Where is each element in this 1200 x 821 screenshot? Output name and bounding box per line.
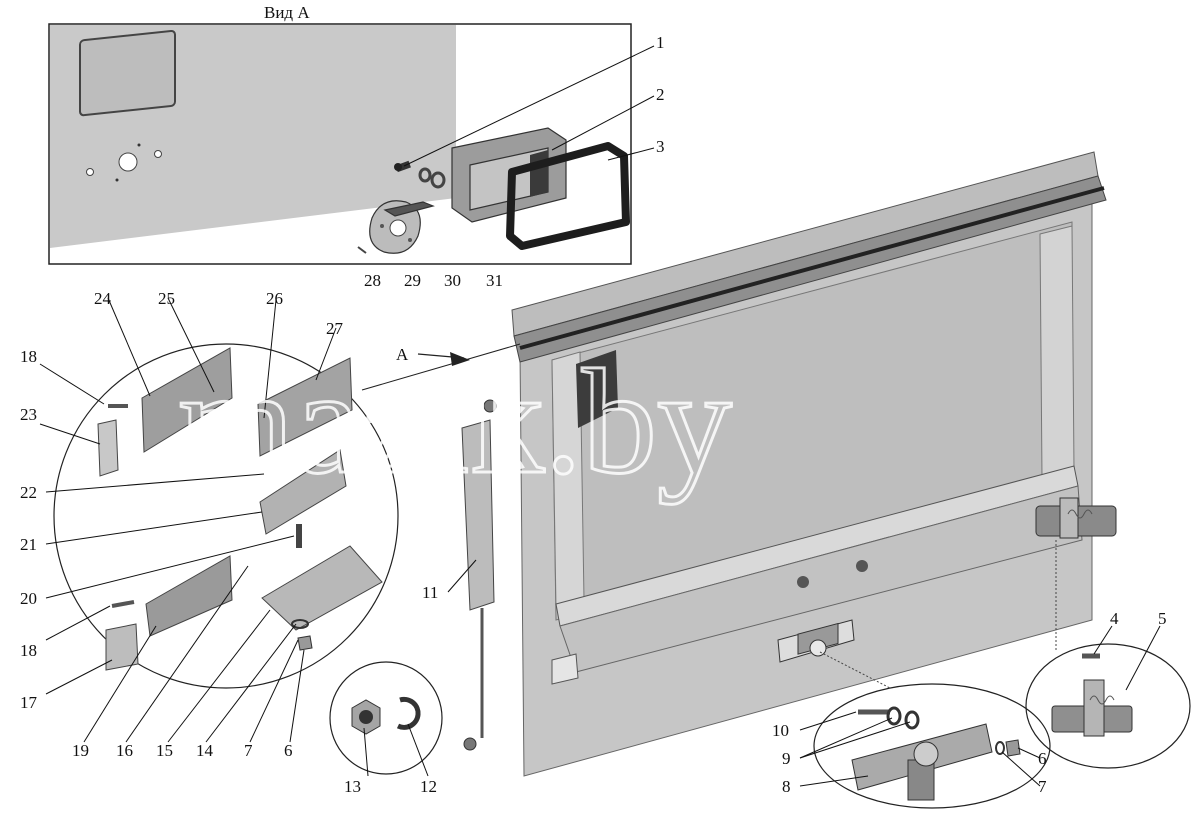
bolt-head [856, 560, 868, 572]
callout-1: 1 [656, 33, 665, 52]
callout-24: 24 [94, 289, 112, 308]
end-cap-23 [97, 419, 119, 477]
bolt-head [797, 576, 809, 588]
callout-20: 20 [20, 589, 37, 608]
callout-5: 5 [1158, 609, 1167, 628]
bracket-15 [261, 545, 383, 631]
callout-19: 19 [72, 741, 89, 760]
view-arrow-a [417, 352, 470, 366]
callout-15: 15 [156, 741, 173, 760]
callout-11: 11 [422, 583, 438, 602]
callout-10: 10 [772, 721, 789, 740]
inset-handle-recess [79, 29, 176, 117]
callout-4: 4 [1110, 609, 1119, 628]
lock-plate [369, 200, 435, 254]
arrow-a-label: А [396, 345, 409, 364]
inset-lock-hole [118, 152, 138, 172]
screw-1 [394, 160, 411, 173]
view-a-inset [48, 23, 632, 265]
gas-spring [461, 399, 497, 751]
bracket-17 [105, 623, 139, 671]
right-rib [1039, 225, 1075, 479]
callout-14: 14 [196, 741, 214, 760]
callout-25: 25 [158, 289, 175, 308]
detail-circle-left [53, 343, 399, 689]
gas-spring-bracket [576, 350, 618, 428]
washer-9 [886, 706, 902, 726]
callout-31: 31 [486, 271, 503, 290]
lock-washer-12 [396, 696, 421, 730]
callout-23: 23 [20, 405, 37, 424]
pin-28 [357, 246, 367, 254]
callout-labels: 1 2 3 4 5 6 6 7 7 8 9 10 11 12 13 14 15 … [20, 33, 1167, 796]
bolt-20 [296, 524, 302, 548]
callout-12: 12 [420, 777, 437, 796]
callout-22: 22 [20, 483, 37, 502]
callout-21: 21 [20, 535, 37, 554]
main-door [511, 151, 1117, 777]
callout-26: 26 [266, 289, 283, 308]
callout-13: 13 [344, 777, 361, 796]
profile-27 [257, 357, 353, 457]
side-lock-mechanism [1035, 497, 1117, 539]
nut-6 [1005, 739, 1021, 757]
callout-27: 27 [326, 319, 344, 338]
callout-28: 28 [364, 271, 381, 290]
washer-9 [904, 710, 920, 730]
profile-19 [145, 555, 233, 637]
callout-29: 29 [404, 271, 421, 290]
callout-7b: 7 [244, 741, 253, 760]
callout-7a: 7 [1038, 777, 1047, 796]
callout-18a: 18 [20, 347, 37, 366]
detail-circle-latch [813, 683, 1051, 809]
nut-6 [297, 635, 313, 651]
washer-7 [291, 619, 309, 629]
screw-18 [111, 600, 135, 608]
callout-9: 9 [782, 749, 791, 768]
washer-31 [430, 171, 446, 189]
view-a-title: Вид А [264, 3, 310, 22]
callout-18b: 18 [20, 641, 37, 660]
leader-lines [39, 45, 1161, 787]
latch-assembly [777, 619, 855, 663]
watermark: mazik.by [178, 339, 732, 505]
callout-3: 3 [656, 137, 665, 156]
callout-6a: 6 [1038, 749, 1047, 768]
callout-30: 30 [444, 271, 461, 290]
washer-7 [995, 741, 1005, 755]
washer-30 [418, 167, 432, 183]
seal-frame [506, 142, 630, 250]
callout-2: 2 [656, 85, 665, 104]
callout-8: 8 [782, 777, 791, 796]
profile-21 [259, 449, 347, 535]
callout-6b: 6 [284, 741, 293, 760]
detail-circle-lock [1025, 643, 1191, 769]
callout-16: 16 [116, 741, 133, 760]
detail-circle-nut [329, 661, 443, 775]
callout-17: 17 [20, 693, 38, 712]
